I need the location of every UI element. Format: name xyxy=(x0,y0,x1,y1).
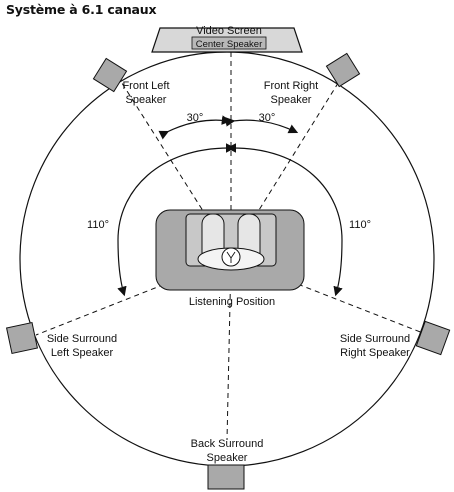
arc-110-right xyxy=(225,143,343,297)
back-label-2: Speaker xyxy=(207,452,248,464)
arc-30-left xyxy=(158,115,232,140)
center-speaker-label: Center Speaker xyxy=(196,39,263,50)
listening-position-label: Listening Position xyxy=(189,296,275,308)
axis-side-left xyxy=(35,257,232,336)
arc-30-right xyxy=(225,117,299,134)
diagram-title: Système à 6.1 canaux xyxy=(6,2,157,17)
side-right-label-2: Right Speaker xyxy=(340,347,410,359)
front-right-label-1: Front Right xyxy=(264,80,318,92)
front-right-speaker xyxy=(325,52,361,88)
front-right-label-2: Speaker xyxy=(271,94,312,106)
front-left-speaker xyxy=(92,57,128,93)
angle-30-right-label: 30° xyxy=(259,112,276,124)
couch xyxy=(155,209,305,291)
side-right-speaker xyxy=(415,320,451,356)
front-left-label-1: Front Left xyxy=(122,80,169,92)
angle-110-left-label: 110° xyxy=(87,219,109,231)
center-speaker xyxy=(191,36,267,50)
angle-30-left-label: 30° xyxy=(187,112,204,124)
video-screen: Video Screen Center Speaker xyxy=(151,25,303,53)
side-left-label-1: Side Surround xyxy=(47,333,117,345)
side-left-speaker xyxy=(5,321,39,355)
arc-110-left xyxy=(117,143,237,297)
back-label-1: Back Surround xyxy=(191,438,264,450)
listener-head xyxy=(221,247,241,267)
angle-110-right-label: 110° xyxy=(349,219,371,231)
front-left-label-2: Speaker xyxy=(126,94,167,106)
side-right-label-1: Side Surround xyxy=(340,333,410,345)
side-left-label-2: Left Speaker xyxy=(51,347,114,359)
back-surround-speaker xyxy=(207,464,245,490)
video-screen-label: Video Screen xyxy=(196,25,262,37)
